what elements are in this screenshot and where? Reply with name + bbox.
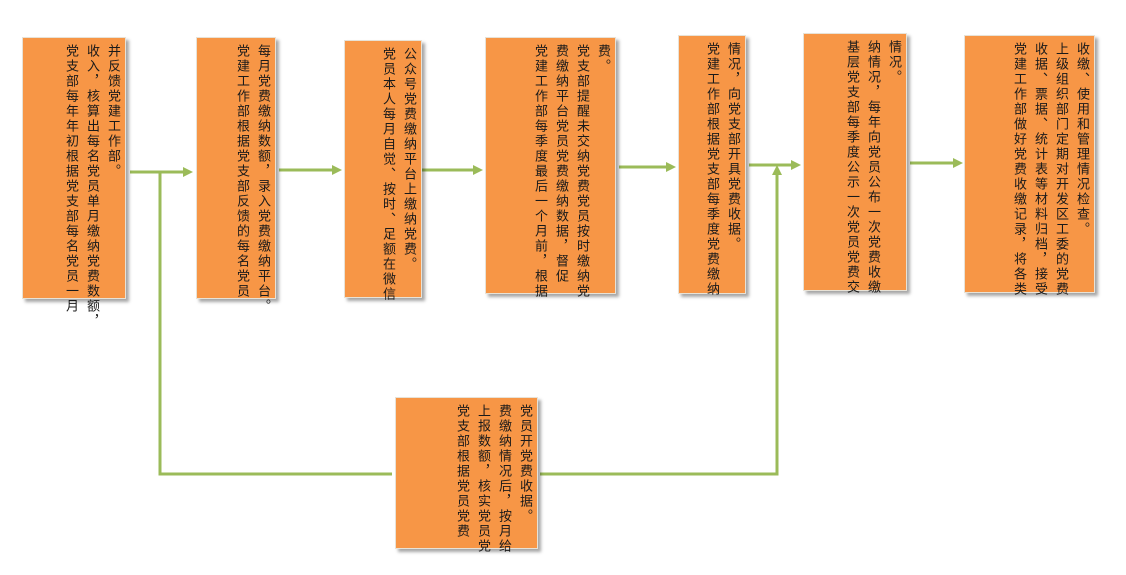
step-1-line: 收入，核算出每名党员单月缴纳党费数额，: [84, 44, 99, 329]
branch-box: 党员开党费收据。 费缴纳情况后，按月给 上报数额，核实党员党 党支部根据党员党费: [395, 397, 538, 554]
step-4-box: 费。 党支部提醒未交纳党费党员按时缴纳党 费缴纳平台党员党费缴纳数据，督促 党建…: [485, 37, 616, 299]
step-7-line: 收据、票据、统计表等材料归档，接受: [1032, 42, 1047, 297]
step-2-line: 党建工作部根据党支部反馈的每名党员: [234, 44, 249, 299]
step-7-box: 收缴、使用和管理情况检查。 上级组织部门定期对开发区工委的党费 收据、票据、统计…: [964, 35, 1095, 297]
step-4-line: 党支部提醒未交纳党费党员按时缴纳党: [574, 44, 589, 299]
branch-line: 党支部根据党员党费: [454, 404, 469, 539]
step-4-line: 党建工作部每季度最后一个月前，根据: [532, 44, 547, 299]
step-2-line: 每月党费缴纳数额，录入党费缴纳平台。: [255, 44, 270, 314]
branch-connector-up: [540, 165, 782, 476]
branch-line: 费缴纳情况后，按月给: [496, 404, 511, 554]
step-3-line: 党员本人每月自觉、按时、足额在微信: [380, 47, 395, 302]
step-6-line: 基层党支部每季度公示一次党员党费交: [844, 40, 859, 295]
step-7-line: 收缴、使用和管理情况检查。: [1074, 42, 1089, 237]
step-1-line: 党支部每年年初根据党支部每名党员一月: [63, 44, 78, 314]
branch-line: 上报数额，核实党员党: [475, 404, 490, 554]
step-4-line: 费。: [595, 44, 610, 74]
step-3-box: 公众号党费缴纳平台上缴纳党费。 党员本人每月自觉、按时、足额在微信: [344, 40, 422, 302]
step-5-line: 党建工作部根据党支部每季度党费缴纳: [704, 42, 719, 297]
step-3-line: 公众号党费缴纳平台上缴纳党费。: [401, 47, 416, 272]
step-4-line: 费缴纳平台党员党费缴纳数据，督促: [553, 44, 568, 284]
step-6-line: 情况。: [886, 40, 901, 85]
step-6-line: 纳情况，每年向党员公布一次党费收缴: [865, 40, 880, 295]
step-6-box: 情况。 纳情况，每年向党员公布一次党费收缴 基层党支部每季度公示一次党员党费交: [803, 33, 907, 295]
branch-connector-down: [158, 172, 392, 476]
step-7-line: 党建工作部做好党费收缴记录，将各类: [1011, 42, 1026, 297]
branch-line: 党员开党费收据。: [517, 404, 532, 524]
step-5-box: 情况，向党支部开具党费收据。 党建工作部根据党支部每季度党费缴纳: [678, 35, 746, 297]
step-5-line: 情况，向党支部开具党费收据。: [725, 42, 740, 252]
step-1-box: 并反馈党建工作部。 收入，核算出每名党员单月缴纳党费数额， 党支部每年年初根据党…: [22, 37, 126, 329]
step-7-line: 上级组织部门定期对开发区工委的党费: [1053, 42, 1068, 297]
step-2-box: 每月党费缴纳数额，录入党费缴纳平台。 党建工作部根据党支部反馈的每名党员: [196, 37, 276, 314]
step-1-line: 并反馈党建工作部。: [105, 44, 120, 179]
